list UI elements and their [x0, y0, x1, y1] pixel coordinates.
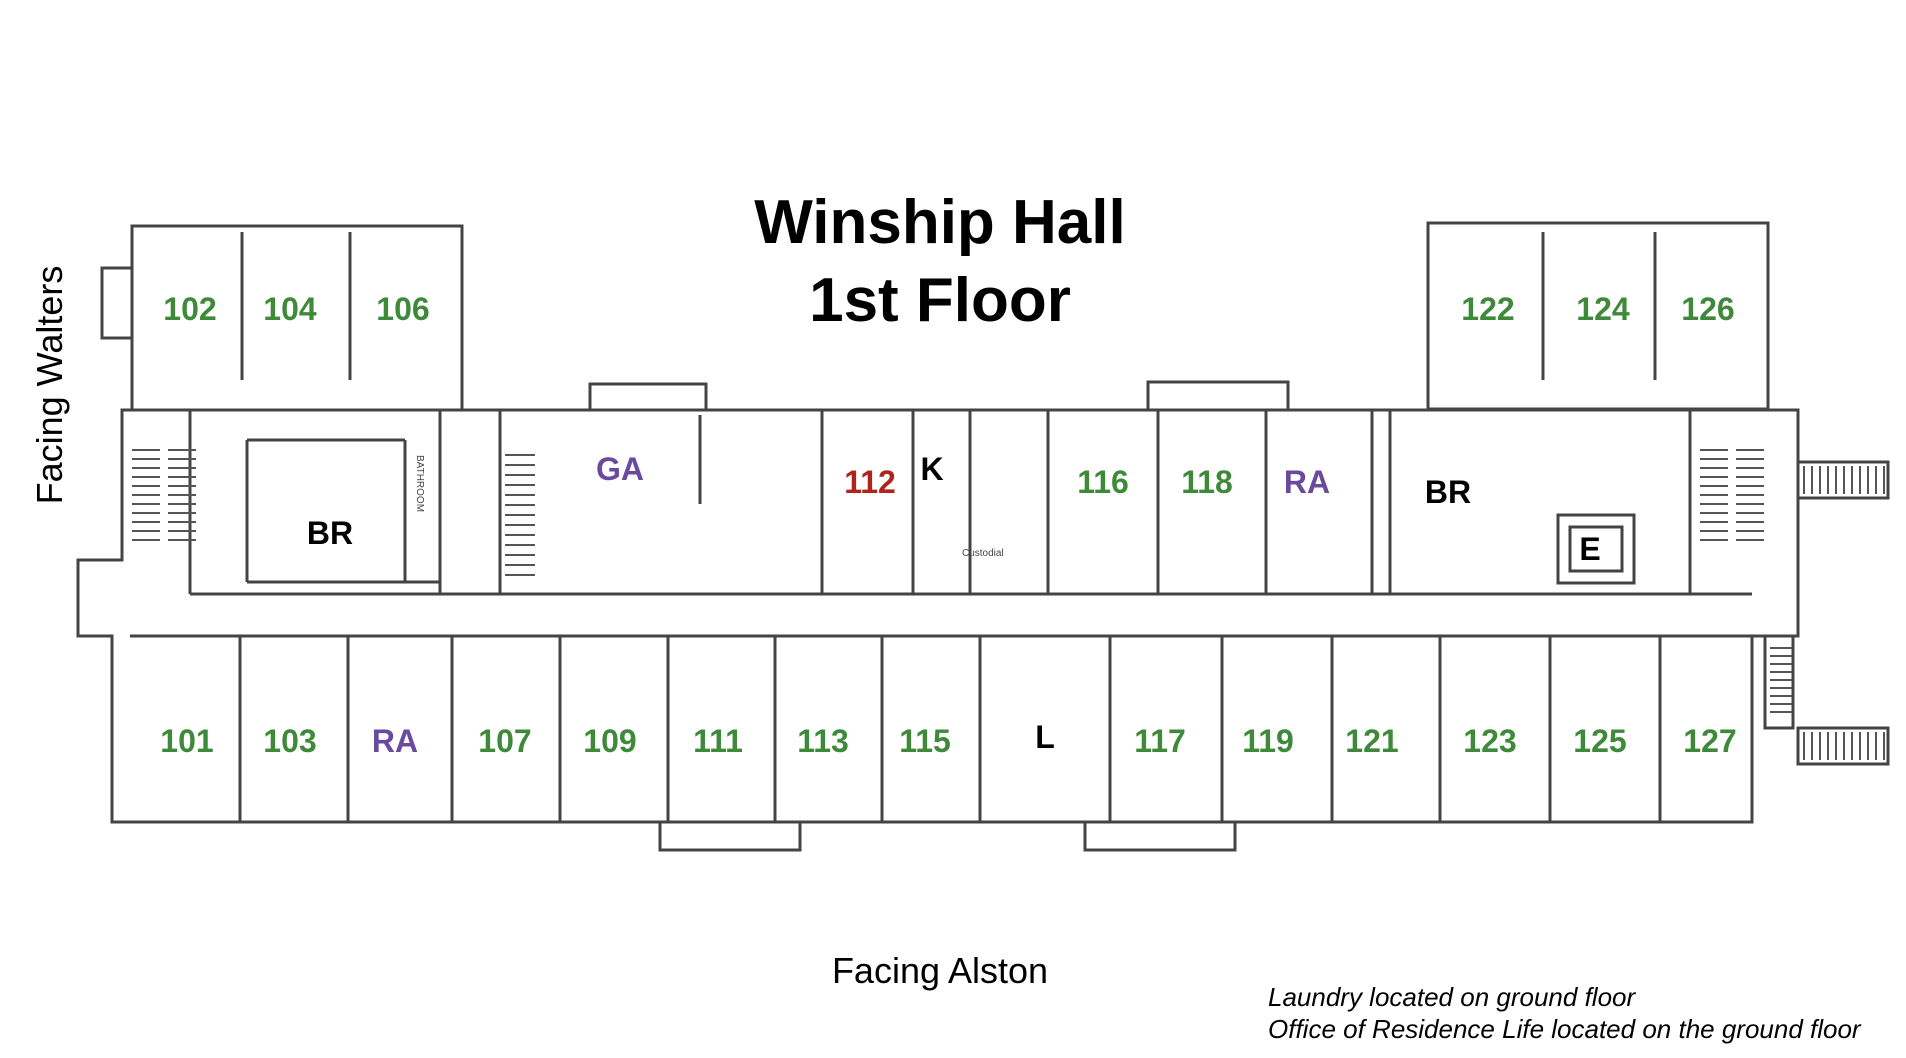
- floor-plan-walls: [76, 221, 1890, 852]
- room-label-0: 102: [163, 291, 216, 327]
- room-label-5: 126: [1681, 291, 1734, 327]
- room-label-29: 127: [1683, 723, 1736, 759]
- room-label-4: 124: [1576, 291, 1630, 327]
- room-label-27: 123: [1463, 723, 1516, 759]
- room-label-7: 112: [844, 464, 896, 500]
- bathroom-label: BATHROOM: [414, 455, 425, 512]
- room-label-22: 115: [899, 723, 951, 759]
- room-label-2: 106: [376, 291, 429, 327]
- room-label-26: 121: [1345, 723, 1398, 759]
- residence-life-note: Office of Residence Life located on the …: [1268, 1014, 1861, 1044]
- room-label-14: E: [1579, 531, 1600, 567]
- room-label-17: RA: [372, 723, 418, 759]
- laundry-note: Laundry located on ground floor: [1268, 982, 1636, 1012]
- room-label-15: 101: [160, 723, 213, 759]
- room-label-28: 125: [1573, 723, 1626, 759]
- room-label-6: GA: [596, 451, 644, 487]
- room-label-3: 122: [1461, 291, 1514, 327]
- room-label-19: 109: [583, 723, 636, 759]
- stair-treads: [132, 449, 1885, 760]
- room-label-25: 119: [1242, 723, 1294, 759]
- room-label-18: 107: [478, 723, 531, 759]
- facing-alston-label: Facing Alston: [831, 950, 1049, 991]
- room-label-12: BR: [307, 515, 353, 551]
- room-label-20: 111: [693, 723, 743, 759]
- page-title-line1: Winship Hall: [754, 188, 1126, 257]
- room-label-11: RA: [1284, 464, 1330, 500]
- room-label-10: 118: [1181, 464, 1233, 500]
- room-label-16: 103: [263, 723, 316, 759]
- room-label-8: K: [920, 451, 943, 487]
- facing-walters-text: Facing Walters: [29, 265, 70, 505]
- room-label-23: L: [1035, 719, 1055, 755]
- room-label-1: 104: [263, 291, 317, 327]
- custodial-label: Custodial: [962, 548, 1004, 559]
- room-label-9: 116: [1077, 464, 1129, 500]
- page-title-line2: 1st Floor: [809, 266, 1071, 335]
- room-label-13: BR: [1425, 474, 1471, 510]
- room-label-21: 113: [797, 723, 849, 759]
- room-label-24: 117: [1134, 723, 1186, 759]
